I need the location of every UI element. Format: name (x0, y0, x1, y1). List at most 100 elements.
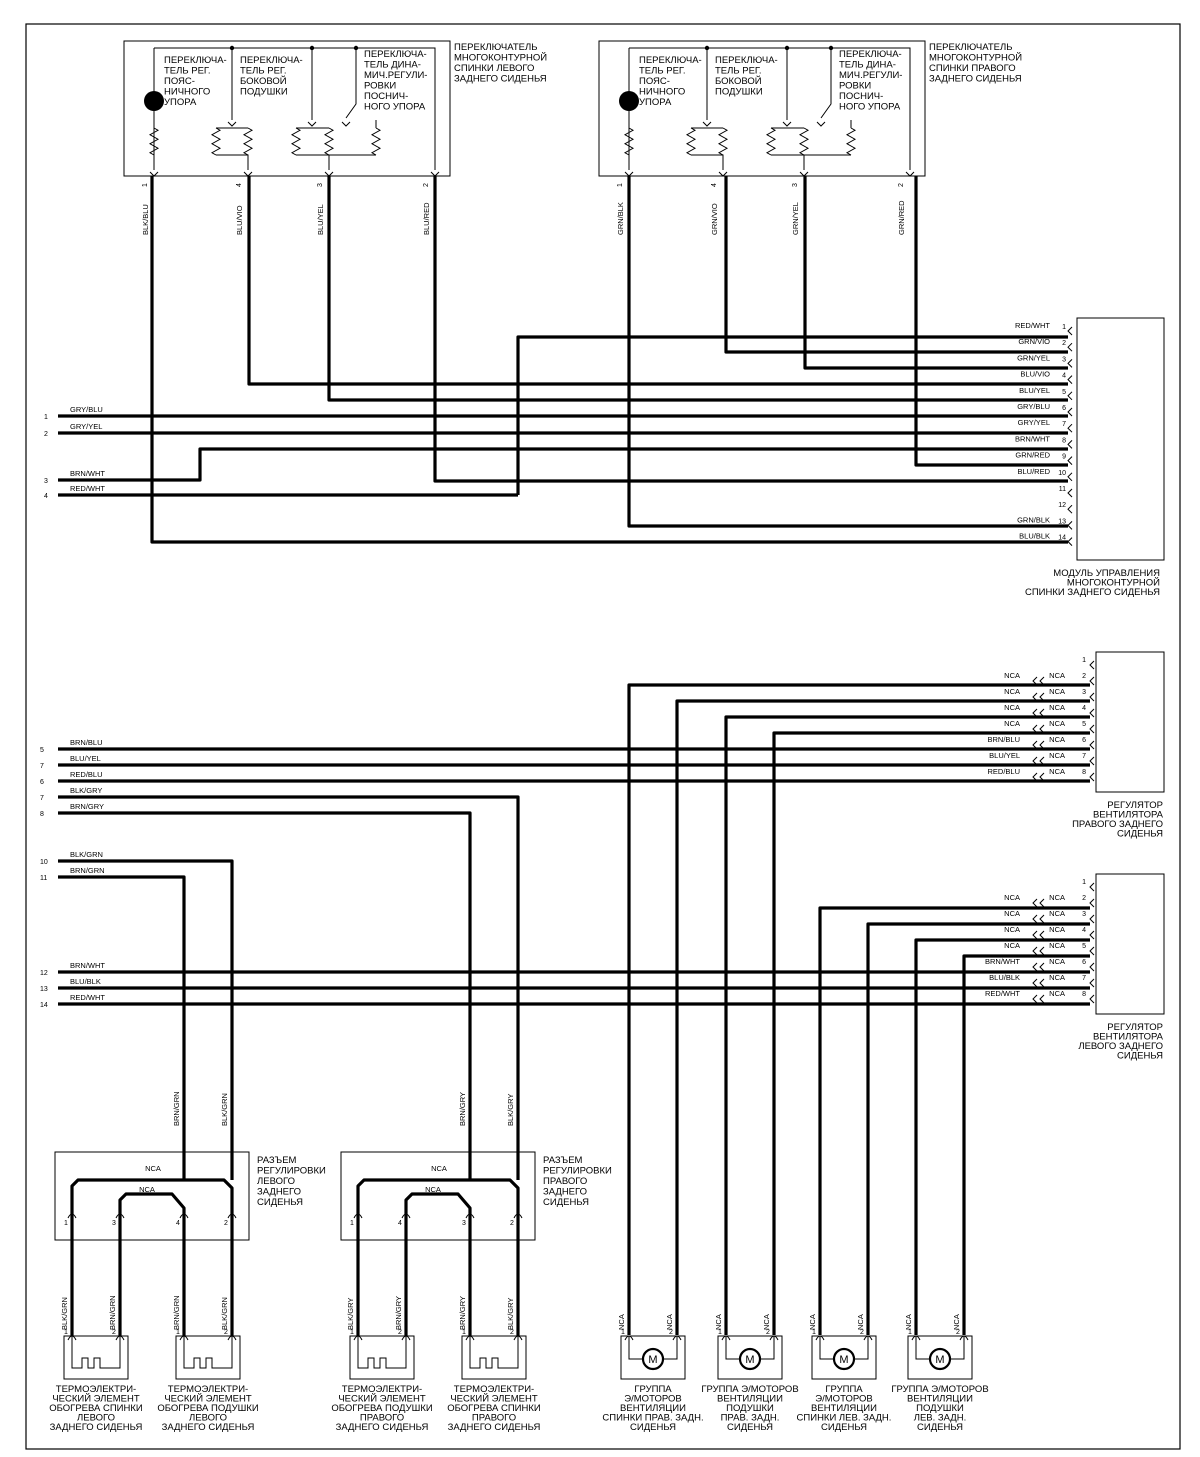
wire-label: BRN/WHT (70, 469, 105, 478)
pin-number: 1 (617, 183, 624, 187)
wire-label: BRN/BLU (70, 738, 103, 747)
wire-brn-grn (58, 875, 186, 1180)
pin-number: 2 (860, 1329, 864, 1336)
switch-caption: ПЕРЕКЛЮЧА- (715, 55, 778, 66)
wire-nca (724, 715, 1090, 1335)
lamp-resistor (623, 127, 635, 156)
component-title: ЧЕСКИЙ ЭЛЕМЕНТ (52, 1393, 140, 1405)
lamp-icon (144, 91, 164, 111)
wire-label: RED/BLU (70, 770, 103, 779)
component-title: МНОГОКОНТУРНОЙ (929, 52, 1022, 64)
component-title: ЛЕВОГО (77, 1413, 115, 1424)
wire-label: NCA (1004, 719, 1020, 728)
switch-contact (227, 121, 237, 127)
wire-label: BLU/YEL (989, 751, 1020, 760)
wire-label: BRN/WHT (985, 957, 1020, 966)
heater-box (461, 1335, 527, 1380)
heater-box (175, 1335, 241, 1380)
switch-caption: ПОСНИЧ- (839, 91, 883, 102)
control-module-box (1076, 317, 1165, 561)
wire-label: NCA (904, 1314, 913, 1330)
component-title: ВЕНТИЛЯЦИИ (907, 1394, 973, 1405)
pin-number: 11 (40, 875, 47, 882)
component-title: ПРАВОГО (360, 1413, 404, 1424)
component-title: ГРУППА (634, 1384, 672, 1395)
component-title: РАЗЪЕМ (257, 1155, 297, 1166)
component-title: ЗАДНЕГО СИДЕНЬЯ (162, 1422, 255, 1433)
switch-caption: ПЕРЕКЛЮЧА- (364, 49, 427, 60)
pin-number: 4 (711, 183, 718, 187)
wire-label: RED/WHT (70, 993, 105, 1002)
pin-number: 6 (1082, 737, 1086, 744)
component-title: ТЕРМОЭЛЕКТРИ- (342, 1384, 422, 1395)
pin-number: 8 (1062, 437, 1066, 444)
wire-label: NCA (1004, 925, 1020, 934)
switch-caption: ТЕЛЬ ДИНА- (364, 60, 421, 71)
internal-bridge (404, 1192, 472, 1214)
wire-nca (627, 683, 1090, 1335)
motor-box (620, 1335, 686, 1380)
switch-bus (154, 47, 436, 170)
wire-label: NCA (1004, 909, 1020, 918)
wire-label: BLK/GRY (70, 786, 102, 795)
fan-regulator-right-box (1095, 651, 1165, 793)
component-title: ОБОГРЕВА СПИНКИ (49, 1403, 143, 1414)
switch-caption: ПЕРЕКЛЮЧА- (839, 49, 902, 60)
wire-label: GRY/YEL (70, 422, 102, 431)
motor-symbol: M (745, 1354, 754, 1366)
switch-caption: ПОЯС- (164, 76, 195, 87)
pin-number: 4 (236, 183, 243, 187)
component-title: ЗАДНЕГО СИДЕНЬЯ (50, 1422, 143, 1433)
switch-bus (629, 47, 911, 170)
inline-connector (1039, 772, 1045, 782)
pin-number: 3 (462, 1220, 466, 1227)
component-title: ЗАДНЕГО СИДЕНЬЯ (336, 1422, 429, 1433)
switch-resistor (798, 127, 810, 156)
motor-lead (663, 1336, 678, 1360)
wire-label: NCA (425, 1185, 441, 1194)
pin-number: 2 (669, 1329, 673, 1336)
regulator-pin (1089, 692, 1095, 702)
component-title: ВЕНТИЛЯЦИИ (811, 1403, 877, 1414)
pin-fork (324, 171, 334, 177)
pin-number: 4 (176, 1220, 180, 1227)
module-pin (1067, 423, 1073, 433)
pin-number: 1 (462, 1329, 466, 1336)
pin-number: 8 (40, 811, 44, 818)
inline-connector (1032, 740, 1038, 750)
switch-caption: ТЕЛЬ РЕГ. (715, 66, 762, 77)
wire-nca (866, 922, 1090, 1335)
switch-resistor (323, 127, 335, 156)
component-title: ЛЕВОГО (257, 1176, 295, 1187)
wire-label: BLU/BLK (989, 973, 1020, 982)
wire-nca (818, 906, 1090, 1335)
component-title: ЗАДНЕГО (257, 1187, 301, 1198)
switch-caption: ТЕЛЬ РЕГ. (164, 66, 211, 77)
motor-lead (854, 1336, 869, 1360)
wire-label: NCA (1049, 767, 1065, 776)
pin-number: 3 (792, 183, 799, 187)
pin-number: 3 (112, 1220, 116, 1227)
component-title: ЗАДНЕГО СИДЕНЬЯ (454, 74, 547, 85)
module-pin (1067, 488, 1073, 498)
motor-lead (628, 1336, 643, 1360)
switch-link (216, 154, 249, 170)
pin-cup (179, 1213, 189, 1219)
motor-icon (738, 1347, 762, 1371)
pin-number: 1 (908, 1329, 912, 1336)
wire-label: NCA (1004, 687, 1020, 696)
component-title: ВЕНТИЛЯТОРА (1093, 810, 1164, 821)
component-title: МОДУЛЬ УПРАВЛЕНИЯ (1053, 568, 1160, 579)
motor-lead (915, 1336, 930, 1360)
motor-box (907, 1335, 973, 1380)
switch-resistor (210, 127, 222, 156)
component-title: ТЕРМОЭЛЕКТРИ- (454, 1384, 534, 1395)
wire-label: BRN/BLU (987, 735, 1020, 744)
motor-symbol: M (648, 1354, 657, 1366)
component-title: ЗАДНЕГО СИДЕНЬЯ (929, 74, 1022, 85)
motor-box (717, 1335, 783, 1380)
switch-caption: УПОРА (639, 97, 672, 108)
wire-label: NCA (856, 1314, 865, 1330)
wire-label: BLU/YEL (70, 754, 101, 763)
